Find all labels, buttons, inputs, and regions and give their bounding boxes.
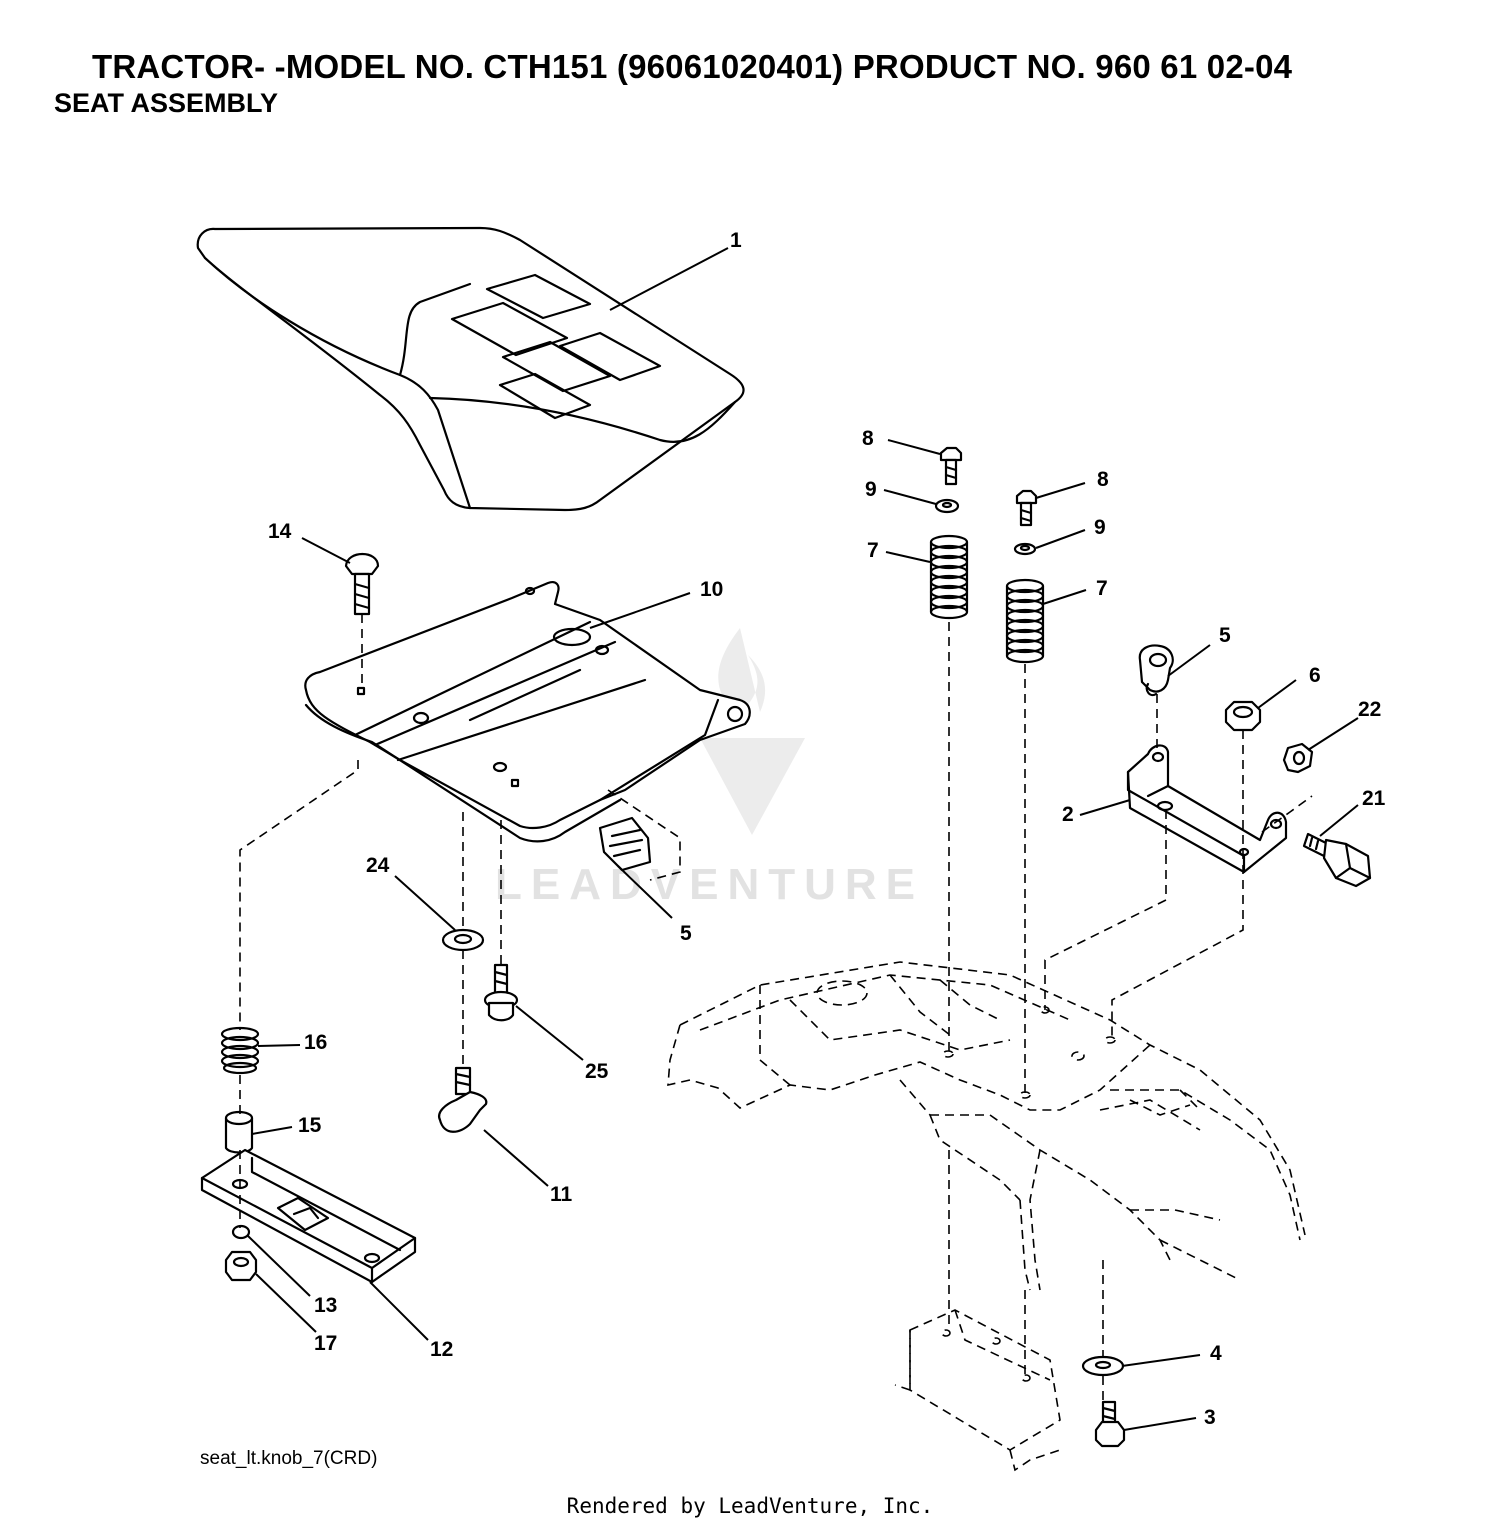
part-11-knob bbox=[438, 1066, 488, 1133]
tractor-frame-hidden bbox=[667, 961, 1306, 1472]
callout-6: 6 bbox=[1309, 664, 1321, 687]
callout-4: 4 bbox=[1210, 1342, 1222, 1365]
callout-5-right: 5 bbox=[1219, 624, 1231, 647]
part-9-washer-right bbox=[1013, 542, 1037, 556]
part-10-seat-pan bbox=[304, 581, 751, 843]
callout-leader-lines bbox=[247, 247, 1359, 1431]
callout-22: 22 bbox=[1358, 698, 1381, 721]
callout-9-right: 9 bbox=[1094, 516, 1106, 539]
callout-24: 24 bbox=[366, 854, 390, 877]
callout-13: 13 bbox=[314, 1294, 337, 1317]
callout-10: 10 bbox=[700, 578, 723, 601]
part-6-nut bbox=[1224, 700, 1262, 732]
callout-14: 14 bbox=[268, 520, 292, 543]
part-25-flange-bolt bbox=[483, 963, 519, 1022]
part-7-spring-left bbox=[929, 534, 969, 620]
part-8-bolt-right bbox=[1015, 489, 1038, 527]
part-14-carriage-bolt bbox=[344, 552, 380, 616]
callout-1: 1 bbox=[730, 229, 742, 252]
part-5-switch-left bbox=[598, 789, 681, 881]
part-3-bolt bbox=[1094, 1400, 1126, 1448]
page-subtitle: SEAT ASSEMBLY bbox=[54, 88, 279, 118]
part-13-washer bbox=[231, 1224, 251, 1240]
callout-5-left: 5 bbox=[680, 922, 692, 945]
callout-7-right: 7 bbox=[1096, 577, 1108, 600]
part-9-washer-left bbox=[934, 498, 960, 514]
callout-21: 21 bbox=[1362, 787, 1386, 810]
part-4-washer bbox=[1081, 1355, 1125, 1377]
part-7-spring-right bbox=[1005, 578, 1045, 664]
rendered-by-credit: Rendered by LeadVenture, Inc. bbox=[566, 1494, 934, 1518]
callout-12: 12 bbox=[430, 1338, 453, 1361]
part-24-washer bbox=[441, 928, 485, 952]
drawing-reference: seat_lt.knob_7(CRD) bbox=[200, 1448, 378, 1469]
part-16-spring bbox=[220, 1026, 260, 1075]
callout-labels: 1 14 10 24 5 16 25 15 11 13 12 17 8 9 7 … bbox=[268, 229, 1386, 1429]
callout-8-right: 8 bbox=[1097, 468, 1109, 491]
part-5-clip-right bbox=[1138, 644, 1174, 697]
seat-panel-grooves bbox=[450, 273, 662, 420]
callout-3: 3 bbox=[1204, 1406, 1216, 1429]
part-12-slide-bracket bbox=[200, 1148, 417, 1284]
callout-2: 2 bbox=[1062, 803, 1074, 826]
callout-16: 16 bbox=[304, 1031, 327, 1054]
part-17-nut bbox=[224, 1250, 258, 1282]
callout-9-left: 9 bbox=[865, 478, 877, 501]
assembly-alignment-lines bbox=[239, 614, 1313, 1402]
callout-17: 17 bbox=[314, 1332, 337, 1355]
callout-8-left: 8 bbox=[862, 427, 874, 450]
part-21-shoulder-bolt bbox=[1302, 832, 1372, 888]
part-15-spacer bbox=[224, 1110, 254, 1154]
page-title: TRACTOR- -MODEL NO. CTH151 (96061020401)… bbox=[92, 48, 1293, 85]
part-22-nut bbox=[1282, 742, 1314, 774]
part-2-bracket bbox=[1126, 744, 1288, 874]
callout-25: 25 bbox=[585, 1060, 609, 1083]
part-1-seat bbox=[196, 226, 745, 512]
part-8-bolt-left bbox=[939, 446, 963, 486]
callout-15: 15 bbox=[298, 1114, 322, 1137]
callout-7-left: 7 bbox=[867, 539, 879, 562]
callout-11: 11 bbox=[550, 1183, 573, 1206]
watermark-text: LEADVENTURE bbox=[495, 860, 925, 909]
